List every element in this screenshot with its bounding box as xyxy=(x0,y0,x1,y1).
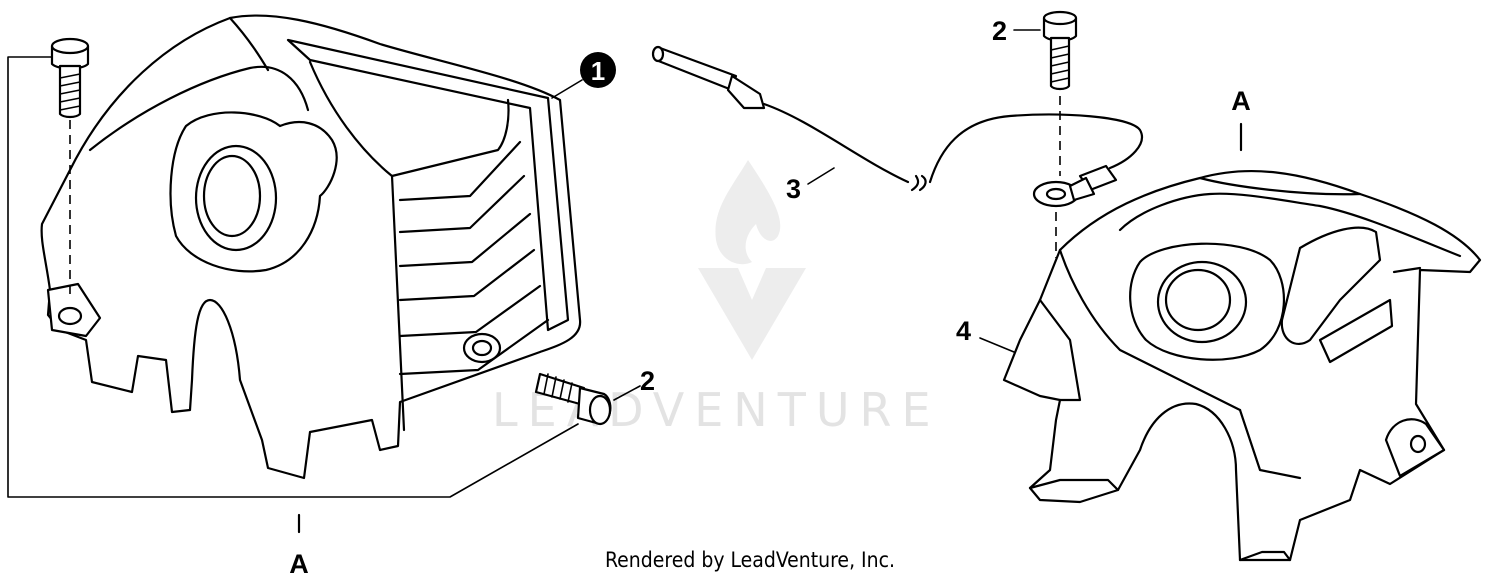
reference-a-right: A xyxy=(1231,86,1251,116)
reference-a-right-group: A xyxy=(1231,86,1251,152)
callout-part-4-label: 4 xyxy=(956,316,971,346)
callout-part-4: 4 xyxy=(956,316,1015,353)
callout-part-2-top-label: 2 xyxy=(992,16,1007,46)
callout-part-1-label: 1 xyxy=(591,56,605,86)
footer-credit: Rendered by LeadVenture, Inc. xyxy=(605,548,895,572)
flame-v-logo-icon xyxy=(698,160,806,360)
left-reference-bracket xyxy=(7,56,579,534)
ground-wire-part-3 xyxy=(651,45,1143,208)
callout-part-2-top: 2 xyxy=(992,16,1041,46)
cover-part-1-left xyxy=(40,14,582,480)
reference-a-left: A xyxy=(289,549,309,579)
screw-icon xyxy=(50,37,90,119)
callout-part-2-bottom: 2 xyxy=(613,366,655,401)
screw-icon xyxy=(534,372,612,426)
screw-icon xyxy=(1042,10,1078,91)
callout-part-2-bottom-label: 2 xyxy=(640,366,655,396)
cover-part-4-right xyxy=(1002,169,1482,562)
callout-part-1: 1 xyxy=(551,52,616,99)
callout-part-3: 3 xyxy=(786,167,835,204)
callout-part-3-label: 3 xyxy=(786,174,801,204)
